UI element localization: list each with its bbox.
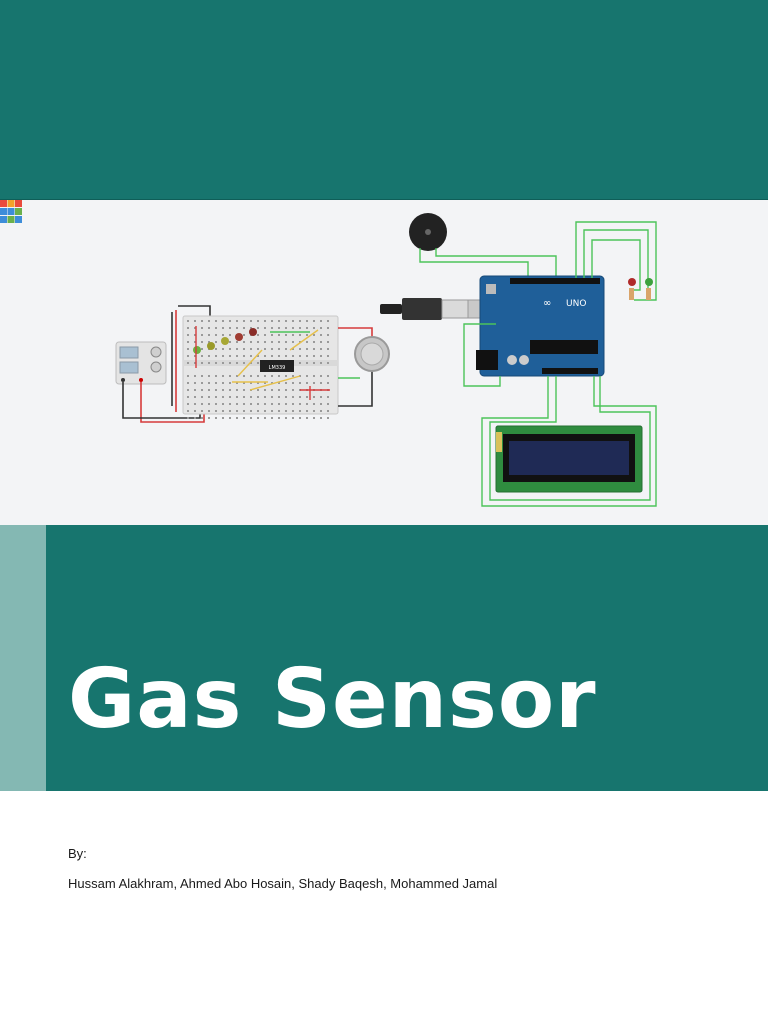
usb-cable — [380, 298, 497, 320]
title-band — [46, 525, 768, 791]
arduino-board: UNO ∞ — [476, 275, 605, 377]
top-color-band — [0, 0, 768, 200]
traffic-leds — [628, 278, 653, 300]
circuit-diagram: LM339 — [115, 213, 657, 507]
breadboard: LM339 — [182, 315, 339, 419]
lcd-display — [495, 425, 643, 493]
tinkercad-logo — [0, 200, 22, 223]
document-title: Gas Sensor — [68, 652, 597, 747]
infinity-logo-icon: ∞ — [543, 298, 551, 309]
by-label: By: — [68, 846, 87, 861]
power-supply — [115, 341, 167, 385]
side-accent-bar — [0, 525, 46, 791]
gas-sensor — [338, 327, 390, 407]
circuit-figure: LM339 — [0, 200, 768, 525]
board-label: UNO — [566, 299, 586, 309]
buzzer — [409, 213, 557, 276]
authors-list: Hussam Alakhram, Ahmed Abo Hosain, Shady… — [68, 876, 498, 891]
chip-label: LM339 — [269, 365, 286, 371]
